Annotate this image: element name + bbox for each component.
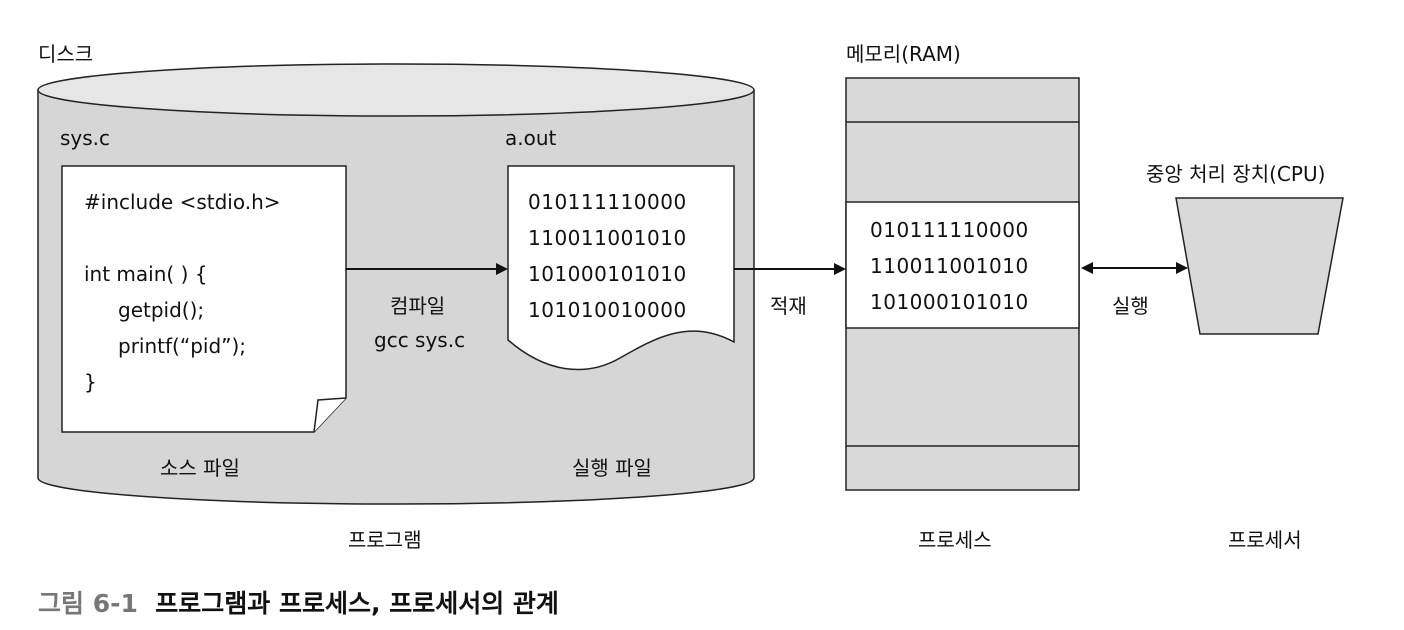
disk-label: 디스크 xyxy=(38,42,94,66)
compile-command: gcc sys.c xyxy=(374,328,466,352)
binary-line: 110011001010 xyxy=(870,254,1029,278)
source-file-caption: 소스 파일 xyxy=(160,456,240,480)
code-line: } xyxy=(84,370,97,394)
exec-file-page xyxy=(507,165,735,371)
binary-line: 101000101010 xyxy=(528,262,687,286)
cpu-shape xyxy=(1175,197,1344,335)
source-file-fold xyxy=(313,397,347,433)
compile-label: 컴파일 xyxy=(390,294,446,318)
exec-binary: 010111110000 110011001010 101000101010 1… xyxy=(528,184,687,328)
figure-number: 그림 6-1 xyxy=(38,589,138,618)
code-line: #include <stdio.h> xyxy=(84,190,281,214)
exec-filename: a.out xyxy=(505,126,557,150)
processor-label: 프로세서 xyxy=(1228,528,1302,552)
figure-caption: 그림 6-1 프로그램과 프로세스, 프로세서의 관계 xyxy=(38,584,559,620)
code-line xyxy=(84,220,281,256)
source-code: #include <stdio.h> int main( ) { getpid(… xyxy=(84,184,281,400)
binary-line: 010111110000 xyxy=(870,218,1029,242)
binary-line: 010111110000 xyxy=(528,190,687,214)
code-line: printf(“pid”); xyxy=(118,334,247,358)
binary-line: 101000101010 xyxy=(870,290,1029,314)
code-line: int main( ) { xyxy=(84,262,208,286)
load-label: 적재 xyxy=(770,294,807,318)
program-label: 프로그램 xyxy=(348,528,422,552)
binary-line: 101010010000 xyxy=(528,298,687,322)
memory-binary: 010111110000 110011001010 101000101010 xyxy=(870,212,1029,320)
source-filename: sys.c xyxy=(60,126,111,150)
execute-label: 실행 xyxy=(1112,294,1149,318)
binary-line: 110011001010 xyxy=(528,226,687,250)
process-label: 프로세스 xyxy=(918,528,992,552)
memory-label: 메모리(RAM) xyxy=(846,42,961,66)
code-line: getpid(); xyxy=(118,298,205,322)
memory-column xyxy=(845,77,1080,491)
cpu-label: 중앙 처리 장치(CPU) xyxy=(1146,162,1326,186)
figure-title: 프로그램과 프로세스, 프로세서의 관계 xyxy=(155,589,559,618)
exec-file-caption: 실행 파일 xyxy=(572,456,652,480)
